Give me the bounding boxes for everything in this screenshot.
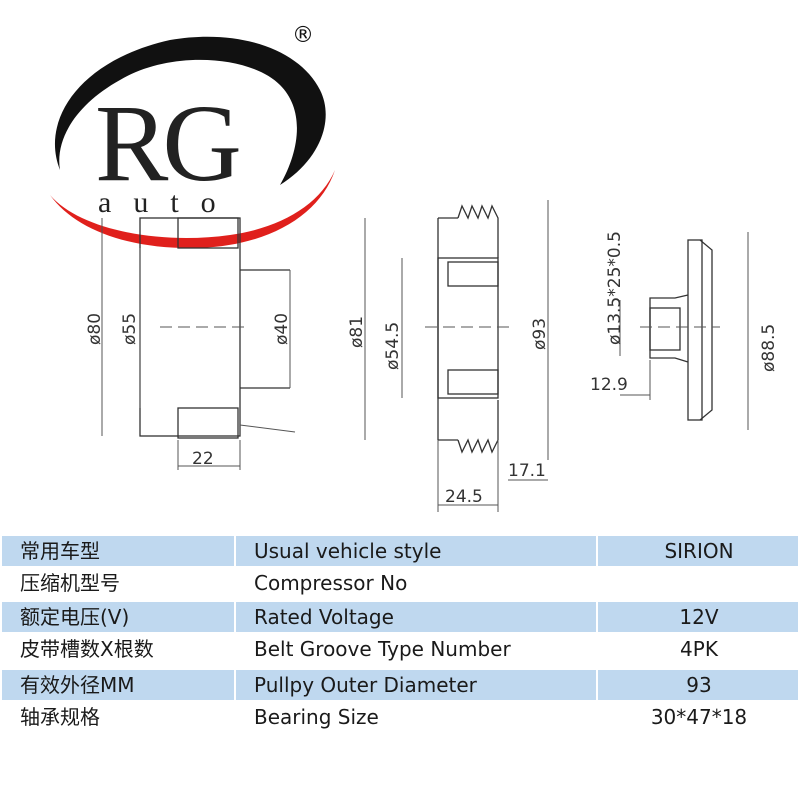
- coil-view: ø80 ø55 ø40 22: [85, 217, 296, 470]
- technical-drawing: RG auto ® ø80 ø55 ø40 22: [50, 23, 779, 512]
- pulley-view: ø81 ø54.5 ø93 24.5 17.1: [347, 200, 550, 512]
- spec-label-cn: 轴承规格: [20, 705, 100, 729]
- dim-view3-depth: 12.9: [590, 375, 628, 395]
- spec-value: 4PK: [680, 637, 718, 661]
- dim-view1-outer: ø80: [85, 313, 105, 345]
- spec-row-diameter: 有效外径MM Pullpy Outer Diameter 93: [2, 670, 798, 700]
- spec-value: 12V: [679, 605, 719, 629]
- spec-label-cn: 皮带槽数X根数: [20, 637, 154, 661]
- spec-label-en: Usual vehicle style: [254, 539, 442, 563]
- brand-subtext: auto: [98, 186, 238, 219]
- hub-plate-view: ø13.5*25*0.5 ø88.5 12.9: [590, 231, 779, 430]
- spec-value: SIRION: [664, 539, 734, 563]
- spec-label-cn: 常用车型: [20, 539, 100, 563]
- dim-view3-hub: ø13.5*25*0.5: [605, 231, 625, 345]
- dim-view2-offset: 17.1: [508, 461, 546, 481]
- dim-view2-outer: ø81: [347, 316, 367, 348]
- dim-view2-width: 24.5: [445, 487, 483, 507]
- spec-row-bearing: 轴承规格 Bearing Size 30*47*18: [2, 702, 798, 732]
- dim-view2-inner: ø54.5: [383, 322, 403, 370]
- spec-row-belt: 皮带槽数X根数 Belt Groove Type Number 4PK: [2, 634, 798, 664]
- spec-label-en: Bearing Size: [254, 705, 379, 729]
- spec-row-vehicle: 常用车型 Usual vehicle style SIRION: [2, 536, 798, 566]
- spec-label-cn: 压缩机型号: [20, 571, 120, 595]
- spec-row-voltage: 额定电压(V) Rated Voltage 12V: [2, 602, 798, 632]
- spec-value: 93: [686, 673, 712, 697]
- spec-row-compressor: 压缩机型号 Compressor No: [2, 568, 798, 598]
- brand-logo: RG auto ®: [50, 23, 335, 249]
- dim-view2-pulley: ø93: [530, 318, 550, 350]
- spec-label-en: Belt Groove Type Number: [254, 637, 511, 661]
- dim-view1-shaft: ø40: [272, 313, 292, 345]
- registered-mark: ®: [292, 23, 314, 48]
- dim-view3-plate: ø88.5: [759, 324, 779, 372]
- spec-value: [600, 568, 798, 598]
- specs-table: 常用车型 Usual vehicle style SIRION 压缩机型号 Co…: [0, 530, 800, 800]
- spec-value: 30*47*18: [650, 705, 748, 729]
- spec-label-en: Pullpy Outer Diameter: [254, 673, 477, 697]
- spec-label-en: Compressor No: [254, 571, 408, 595]
- spec-label-en: Rated Voltage: [254, 605, 394, 629]
- brand-letters: RG: [95, 82, 238, 204]
- dim-view1-inner: ø55: [120, 313, 140, 345]
- spec-label-cn: 有效外径MM: [20, 673, 135, 697]
- spec-label-cn: 额定电压(V): [20, 605, 130, 629]
- dim-view1-width: 22: [192, 449, 214, 469]
